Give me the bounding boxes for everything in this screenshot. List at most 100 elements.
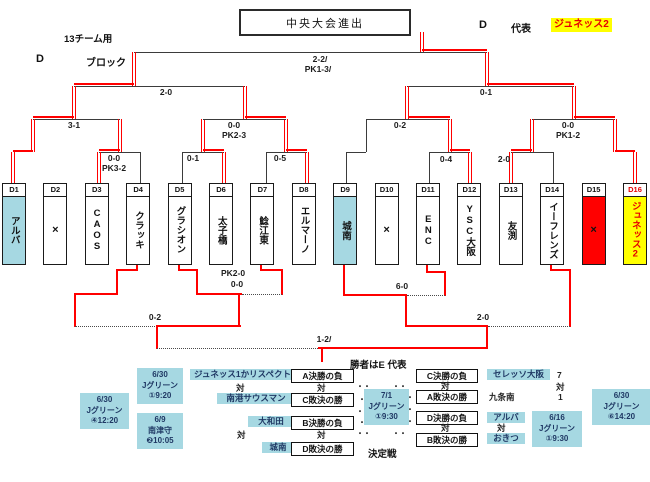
team-seed-label-D16: D16 <box>623 183 647 197</box>
bracket-line-winner <box>116 269 118 295</box>
bracket-line-loser <box>99 152 140 153</box>
rep-word: 代表 <box>511 24 531 35</box>
team-name: 太子橋 <box>215 215 227 245</box>
team-box-D14: イーフレンズ <box>540 195 565 265</box>
bracket-line-winner <box>305 152 309 183</box>
schedule-date: 6/9 <box>154 415 166 424</box>
bracket-line-winner <box>405 294 407 327</box>
team-name: 城南 <box>339 220 351 240</box>
dot: ・ <box>358 418 366 427</box>
score-consolation-pk: PK2-0 <box>220 268 246 278</box>
bracket-line-winner <box>569 269 571 327</box>
score-consolation-60: 6-0 <box>395 281 409 291</box>
bracket-line-winner <box>550 263 552 271</box>
bracket-line-winner <box>574 116 615 118</box>
schedule-cell-3: 6/9 南津守 ❷10:05 <box>137 413 183 449</box>
schedule-cell-6: 6/30 Jグリーン ⑥14:20 <box>592 389 650 425</box>
score-final-line2: PK1-3/ <box>304 64 332 74</box>
bracket-line-winner <box>511 149 532 151</box>
bracket-line-winner <box>178 263 180 271</box>
bracket-line-loser <box>407 86 574 87</box>
vs-label: 対 <box>236 383 245 393</box>
schedule-venue: 南津守 <box>148 425 172 435</box>
bracket-line-loser <box>203 119 286 120</box>
bracket-line-loser <box>33 119 120 120</box>
dot: ・ <box>358 395 366 404</box>
team-name: クラッキ <box>132 211 144 249</box>
bracket-line-loser <box>182 152 183 183</box>
decider-box-a-consolation-winner: A敗決の勝 <box>416 390 478 404</box>
schedule-venue: Jグリーン <box>368 401 405 411</box>
bracket-line-winner <box>550 269 571 271</box>
team-count-note: 13チーム用 <box>64 34 113 45</box>
bracket-line-loser <box>511 152 553 153</box>
bracket-line-winner <box>343 263 345 296</box>
bracket-line-winner <box>238 293 240 327</box>
decider-box-c-final-loser: C決勝の負 <box>416 369 478 383</box>
block-letter: D <box>36 53 44 65</box>
schedule-date: 6/30 <box>152 370 168 379</box>
team-aruba: アルバ <box>487 412 525 423</box>
bracket-line-winner <box>97 152 101 183</box>
schedule-venue: Jグリーン <box>603 401 640 411</box>
bracket-line-dotted <box>407 295 445 296</box>
team-name: エルマーノ <box>298 206 310 254</box>
team-box-D7: 鯰江東 <box>250 195 275 265</box>
dot: ・ <box>406 393 414 402</box>
winner-note: 勝者はE 代表 <box>350 360 407 371</box>
bracket-line-winner <box>487 83 574 85</box>
bracket-line-winner <box>405 86 409 119</box>
bracket-line-winner <box>245 116 286 118</box>
bracket-line-winner <box>74 83 134 85</box>
score-r1-d11d12: 0-4 <box>439 154 453 164</box>
bracket-line-winner <box>116 269 137 271</box>
decider-box-b-final-loser: B決勝の負 <box>291 416 354 430</box>
bracket-line-winner <box>633 152 637 183</box>
bracket-line-winner <box>422 49 487 51</box>
score-semifinal-right: 0-1 <box>479 87 493 97</box>
bracket-line-winner <box>420 32 424 52</box>
schedule-cell-1: 6/30 Jグリーン ④12:20 <box>80 393 129 429</box>
bracket-line-loser <box>140 152 141 183</box>
team-seed-label-D4: D4 <box>126 183 151 197</box>
bracket-line-winner <box>222 152 226 183</box>
vs-label: 対 <box>497 423 506 433</box>
team-box-D15: × <box>581 195 606 265</box>
team-box-D3: CAOS <box>84 195 109 265</box>
team-kujominami: 九条南 <box>489 392 515 402</box>
team-box-D11: ENC <box>416 195 440 265</box>
bracket-line-loser <box>429 152 470 153</box>
bracket-line-winner <box>318 347 488 349</box>
team-seed-label-D10: D10 <box>374 183 399 197</box>
bracket-line-winner <box>615 150 635 152</box>
rep-letter: D <box>479 19 487 31</box>
pair1-bottom-team: 南港サウスマン <box>217 393 295 404</box>
team-box-D10: × <box>374 195 399 265</box>
team-name: CAOS <box>91 208 103 252</box>
schedule-time: ①9:30 <box>375 412 398 421</box>
bracket-line-winner <box>156 325 241 327</box>
score-qf4-line1: 0-0 <box>561 120 575 130</box>
bracket-line-winner <box>203 149 224 151</box>
schedule-cell-4: 7/1 Jグリーン ①9:30 <box>364 389 409 425</box>
dots: ・・ <box>356 429 371 438</box>
team-box-D4: クラッキ <box>126 195 151 265</box>
team-seed-label-D3: D3 <box>84 183 109 197</box>
bracket-line-loser <box>346 152 347 183</box>
bracket-line-winner <box>118 119 122 152</box>
bracket-line-winner <box>530 119 534 152</box>
advance-box-label: 中央大会進出 <box>286 17 364 30</box>
schedule-time: ①9:20 <box>148 391 172 400</box>
bracket-line-winner <box>260 269 283 271</box>
bracket-line-loser <box>429 152 430 183</box>
decider-box-d-final-loser: D決勝の負 <box>416 411 478 425</box>
bracket-line-winner <box>485 52 489 86</box>
decider-box-a-final-loser: A決勝の負 <box>291 369 354 383</box>
schedule-time: ⑥14:20 <box>607 412 636 421</box>
decider-box-d-consolation-winner: D敗決の勝 <box>291 442 354 456</box>
bracket-line-winner <box>572 86 576 119</box>
bracket-line-winner <box>196 293 242 295</box>
bracket-line-winner <box>405 325 488 327</box>
bracket-line-winner <box>613 119 617 152</box>
